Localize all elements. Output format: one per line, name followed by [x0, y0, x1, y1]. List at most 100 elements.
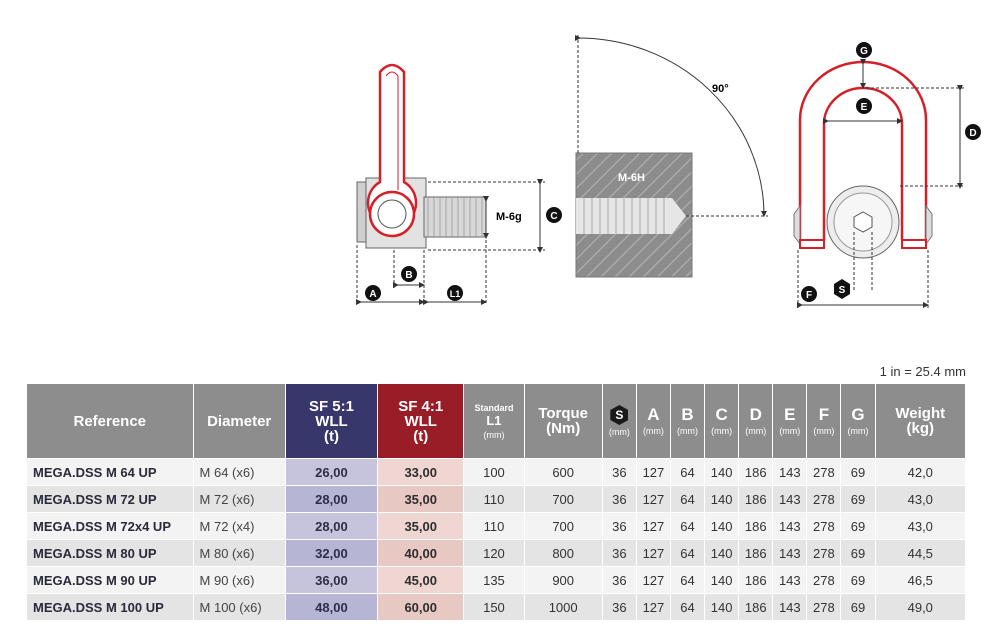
cell-a: 127 [635, 512, 671, 540]
cell-d: 186 [738, 593, 774, 621]
cell-b: 64 [669, 512, 706, 540]
cell-weight: 46,5 [874, 566, 967, 594]
cell-b: 64 [669, 539, 706, 567]
cell-dia: M 72 (x4) [192, 512, 286, 540]
cell-torque: 1000 [523, 593, 603, 621]
cell-a: 127 [635, 593, 671, 621]
header-a: A(mm) [635, 383, 671, 459]
cell-a: 127 [635, 566, 671, 594]
cell-dia: M 90 (x6) [192, 566, 286, 594]
cell-sf4: 35,00 [377, 512, 465, 540]
cell-f: 278 [806, 539, 842, 567]
dim-d-badge: D [965, 124, 981, 140]
cell-e: 143 [772, 512, 808, 540]
cell-b: 64 [669, 485, 706, 513]
cell-s: 36 [601, 512, 637, 540]
cell-weight: 42,0 [874, 458, 967, 486]
cell-e: 143 [772, 539, 808, 567]
svg-text:L1: L1 [450, 289, 461, 299]
cell-d: 186 [738, 512, 774, 540]
cell-ref: MEGA.DSS M 72x4 UP [26, 512, 194, 540]
thread-internal-label: M-6H [618, 172, 645, 184]
cell-ref: MEGA.DSS M 90 UP [26, 566, 194, 594]
cell-sf4: 35,00 [377, 485, 465, 513]
cell-l1: 120 [463, 539, 525, 567]
cell-b: 64 [669, 566, 706, 594]
header-weight: Weight (kg) [874, 383, 967, 459]
svg-text:S: S [839, 285, 846, 296]
header-reference: Reference [26, 383, 194, 459]
cell-weight: 44,5 [874, 539, 967, 567]
cell-torque: 900 [523, 566, 603, 594]
cell-l1: 110 [463, 512, 525, 540]
cell-c: 140 [704, 593, 740, 621]
header-sf5: SF 5:1 WLL (t) [284, 383, 379, 459]
svg-text:B: B [405, 270, 412, 281]
cell-l1: 100 [463, 458, 525, 486]
cell-dia: M 72 (x6) [192, 485, 286, 513]
cell-f: 278 [806, 512, 842, 540]
svg-text:G: G [860, 46, 868, 57]
cell-sf5: 28,00 [284, 485, 379, 513]
dim-s-badge: S [834, 279, 850, 299]
cell-g: 69 [840, 512, 876, 540]
unit-conversion-note: 1 in = 25.4 mm [879, 364, 966, 379]
header-c: C(mm) [704, 383, 740, 459]
cell-e: 143 [772, 458, 808, 486]
cell-weight: 43,0 [874, 485, 967, 513]
dim-e-badge: E [856, 98, 872, 114]
specification-table: Reference Diameter SF 5:1 WLL (t) SF 4:1… [26, 383, 967, 621]
header-g: G(mm) [840, 383, 876, 459]
header-e: E(mm) [772, 383, 808, 459]
cell-sf5: 48,00 [284, 593, 379, 621]
cell-g: 69 [840, 566, 876, 594]
header-d: D(mm) [738, 383, 774, 459]
cell-b: 64 [669, 593, 706, 621]
side-view: M-6g C B A L1 [356, 63, 562, 305]
svg-text:C: C [550, 211, 557, 222]
svg-text:D: D [969, 128, 976, 139]
cell-torque: 700 [523, 485, 603, 513]
cell-weight: 49,0 [874, 593, 967, 621]
cell-sf4: 40,00 [377, 539, 465, 567]
cell-e: 143 [772, 566, 808, 594]
cell-sf4: 45,00 [377, 566, 465, 594]
dim-g-badge: G [856, 42, 872, 58]
cell-dia: M 64 (x6) [192, 458, 286, 486]
cell-sf4: 33,00 [377, 458, 465, 486]
dim-c-badge: C [546, 207, 562, 223]
cell-a: 127 [635, 458, 671, 486]
cell-ref: MEGA.DSS M 64 UP [26, 458, 194, 486]
cell-s: 36 [601, 593, 637, 621]
cell-a: 127 [635, 539, 671, 567]
cell-s: 36 [601, 566, 637, 594]
svg-text:A: A [369, 289, 376, 300]
cell-d: 186 [738, 458, 774, 486]
header-f: F(mm) [806, 383, 842, 459]
tapped-hole-view: M-6H 90° [574, 34, 768, 278]
cell-sf5: 36,00 [284, 566, 379, 594]
angle-label: 90° [712, 83, 729, 95]
cell-dia: M 100 (x6) [192, 593, 286, 621]
cell-l1: 110 [463, 485, 525, 513]
cell-sf5: 28,00 [284, 512, 379, 540]
cell-ref: MEGA.DSS M 80 UP [26, 539, 194, 567]
cell-ref: MEGA.DSS M 100 UP [26, 593, 194, 621]
cell-c: 140 [704, 485, 740, 513]
svg-text:F: F [806, 290, 812, 301]
table-header-row: Reference Diameter SF 5:1 WLL (t) SF 4:1… [26, 383, 967, 459]
cell-g: 69 [840, 593, 876, 621]
dim-b-badge: B [401, 266, 417, 282]
cell-g: 69 [840, 458, 876, 486]
cell-d: 186 [738, 539, 774, 567]
cell-l1: 150 [463, 593, 525, 621]
cell-c: 140 [704, 512, 740, 540]
cell-c: 140 [704, 566, 740, 594]
cell-f: 278 [806, 485, 842, 513]
header-standard-l1: Standard L1 (mm) [463, 383, 525, 459]
cell-l1: 135 [463, 566, 525, 594]
cell-dia: M 80 (x6) [192, 539, 286, 567]
